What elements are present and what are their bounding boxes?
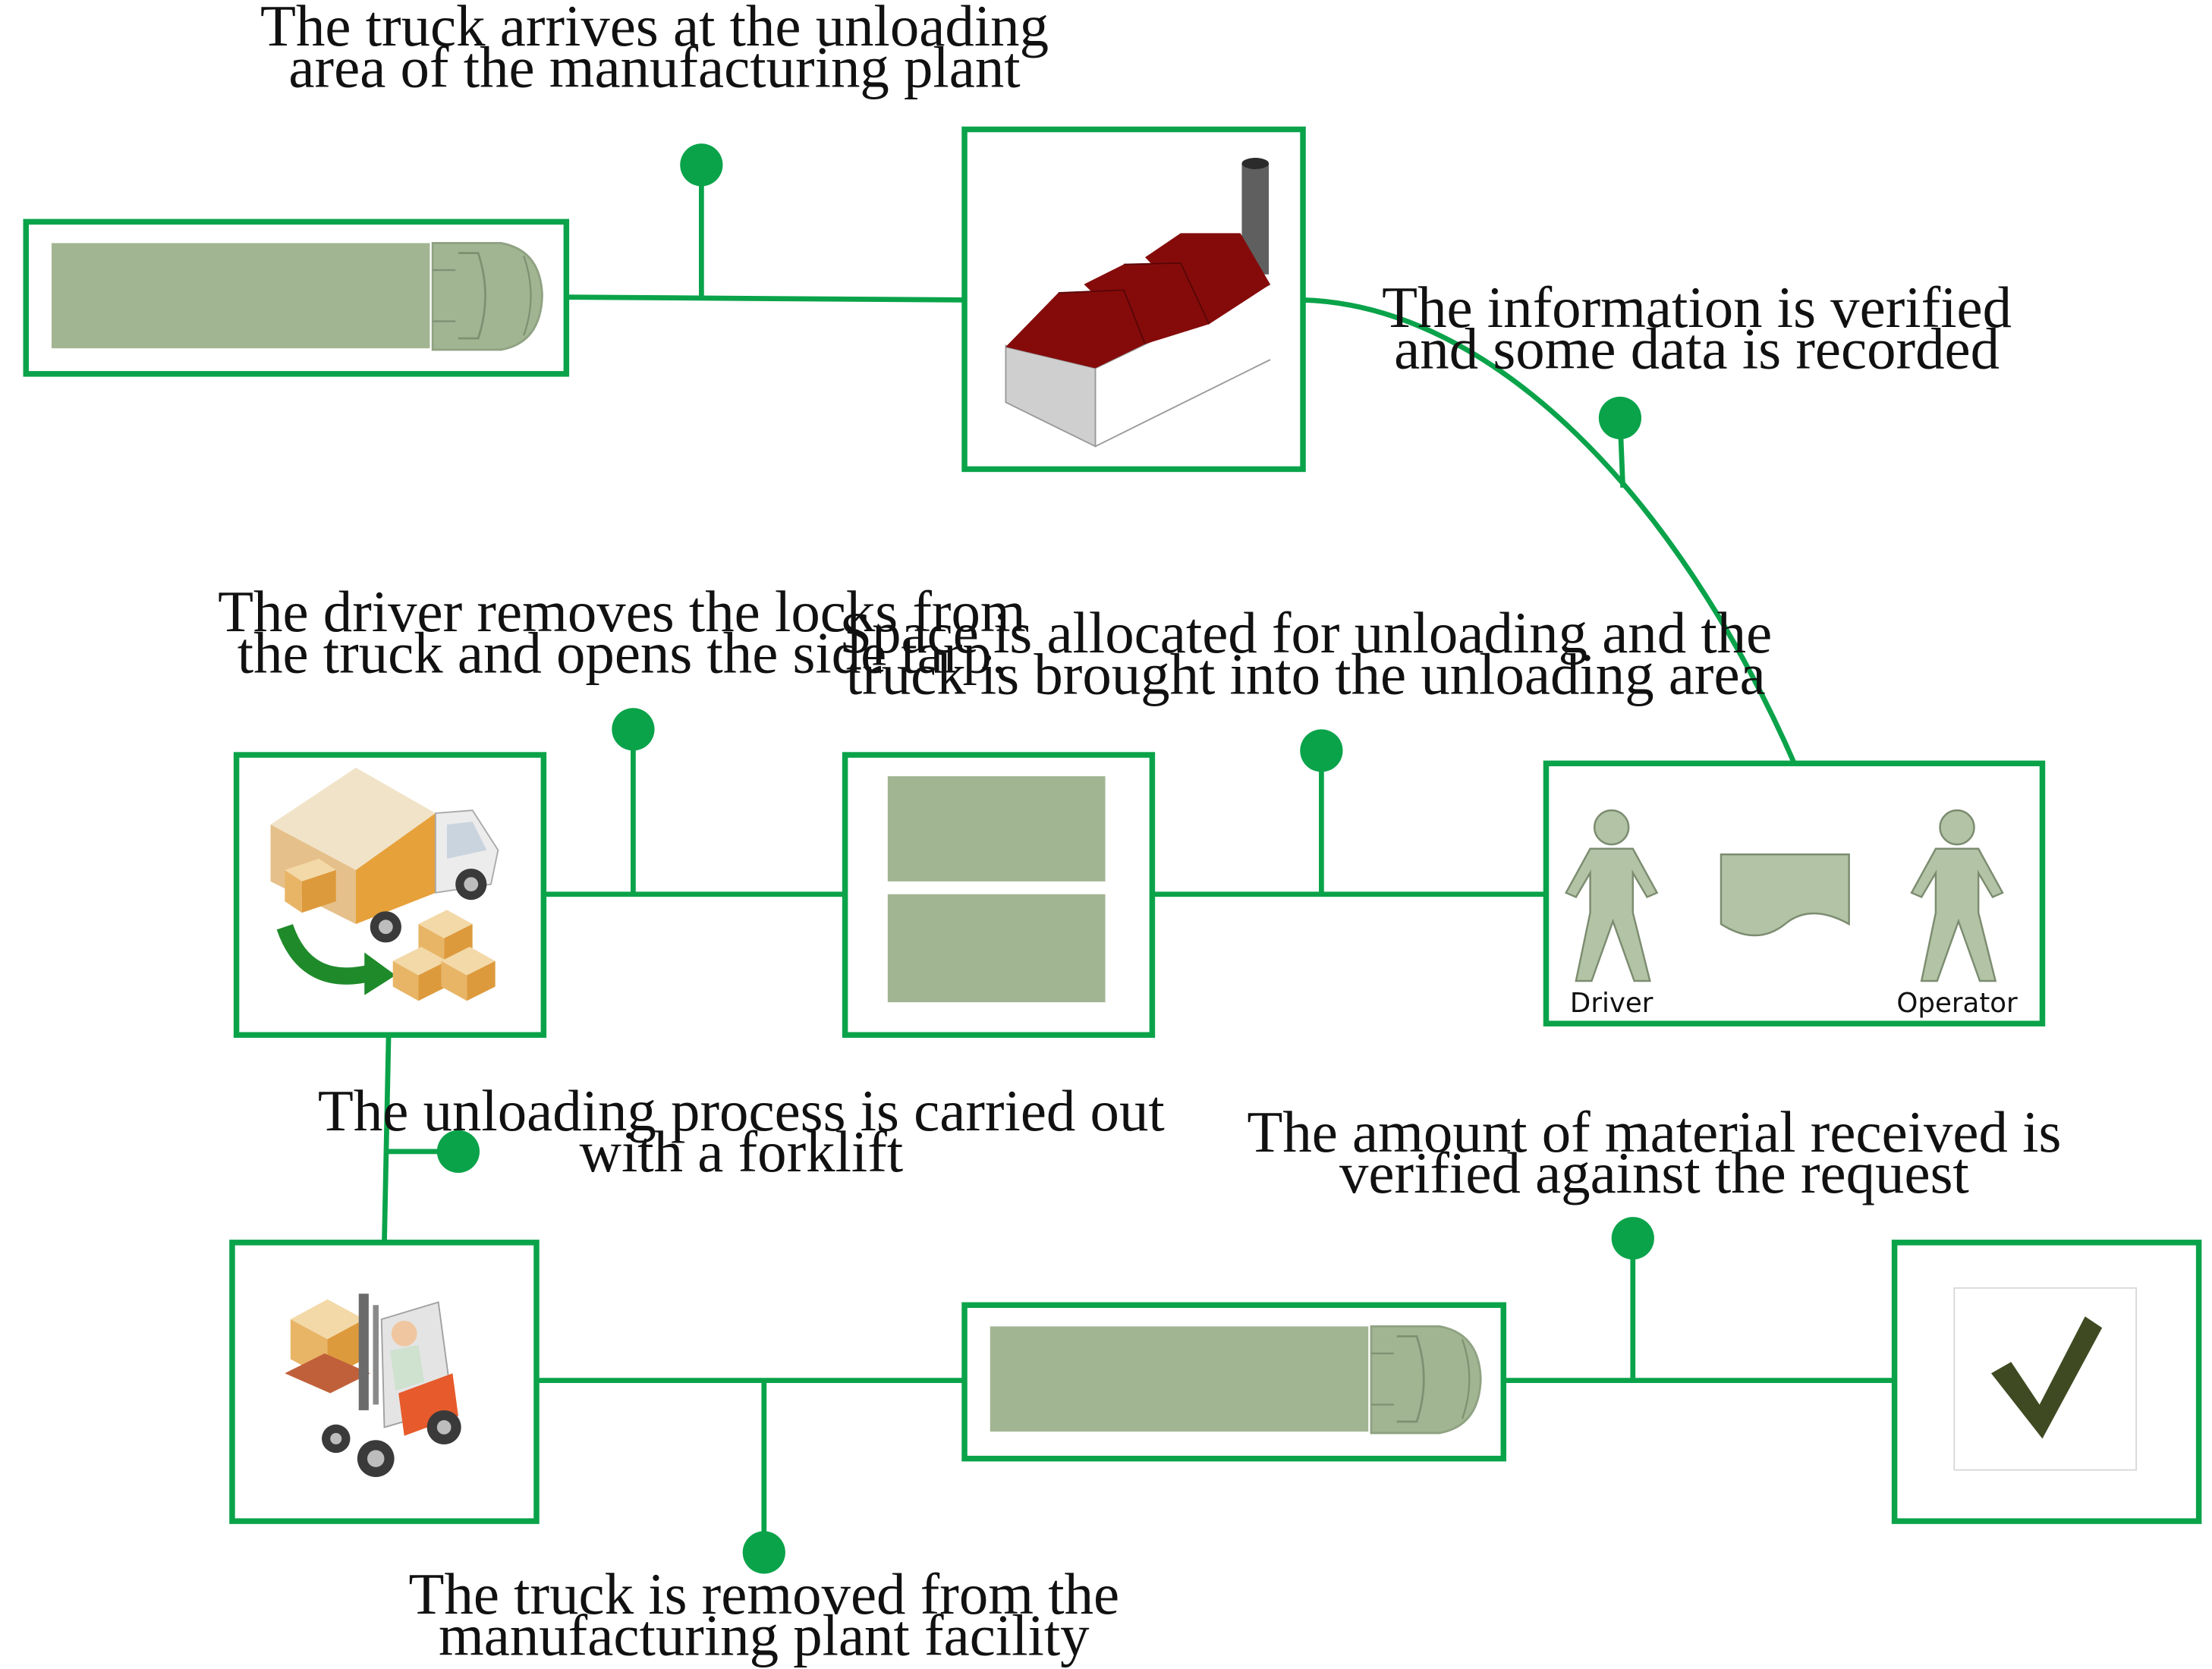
node-verification: Driver Operator: [1543, 760, 2046, 1026]
caption-unload-forklift: The unloading process is carried out wit…: [318, 1079, 1165, 1184]
caption-truck-removed: The truck is removed from the manufactur…: [409, 1562, 1120, 1667]
caption-allocate-space-line1: Space is allocated for unloading and the: [839, 601, 1772, 665]
node-truck-departing: [961, 1302, 1507, 1462]
caption-verify-amount-line2: verified against the request: [1339, 1141, 1969, 1205]
forklift-icon: [285, 1293, 461, 1478]
caption-verify-info-line1: The information is verified: [1382, 275, 2012, 340]
caption-verify-info: The information is verified and some dat…: [1382, 275, 2012, 381]
pin-unload-forklift: [387, 1130, 480, 1173]
pin-allocate-space: [1300, 729, 1343, 894]
pin-verify-info: [1598, 396, 1642, 488]
pin-arrival: [680, 143, 723, 297]
caption-allocate-space-line2: truck is brought into the unloading area: [846, 642, 1766, 706]
caption-unload-forklift-line2: with a forklift: [579, 1120, 903, 1184]
caption-truck-removed-line1: The truck is removed from the: [409, 1562, 1120, 1627]
caption-arrival: The truck arrives at the unloading area …: [260, 0, 1049, 99]
node-truck-arriving: [23, 218, 570, 377]
caption-verify-amount: The amount of material received is verif…: [1247, 1100, 2061, 1205]
node-forklift: [229, 1240, 540, 1524]
document-icon: [1720, 853, 1850, 937]
caption-remove-locks-line2: the truck and opens the side tarp.: [238, 621, 1006, 685]
pin-truck-removed: [742, 1380, 785, 1574]
connector-delivery-to-forklift: [382, 1035, 392, 1243]
caption-remove-locks-line1: The driver removes the locks from: [218, 580, 1026, 644]
caption-truck-removed-line2: manufacturing plant facility: [439, 1603, 1090, 1667]
pin-verify-amount: [1611, 1217, 1654, 1381]
connectors: [382, 294, 1895, 1383]
connector-truck-to-factory: [566, 294, 965, 303]
truck-top-view-icon: [51, 242, 543, 351]
delivery-truck-boxes-icon: [270, 767, 499, 1001]
operator-person-icon: [1910, 809, 2004, 982]
checkmark-icon: [1953, 1287, 2138, 1471]
driver-person-icon: [1565, 809, 1659, 982]
node-unloading-bays: [842, 752, 1156, 1038]
caption-verify-amount-line1: The amount of material received is: [1247, 1100, 2061, 1165]
caption-arrival-line1: The truck arrives at the unloading: [260, 0, 1049, 58]
driver-label: Driver: [1570, 988, 1653, 1019]
pins: [387, 143, 1654, 1574]
caption-allocate-space: Space is allocated for unloading and the…: [839, 601, 1772, 706]
connector-factory-to-verification: [1302, 297, 1798, 766]
unloading-bays-icon: [887, 776, 1106, 1003]
operator-label: Operator: [1896, 988, 2018, 1019]
pin-remove-locks: [612, 708, 655, 894]
caption-arrival-line2: area of the manufacturing plant: [288, 35, 1020, 99]
caption-remove-locks: The driver removes the locks from the tr…: [218, 580, 1026, 685]
node-verified-check: [1891, 1240, 2202, 1524]
node-factory: [961, 126, 1306, 473]
factory-icon: [1005, 158, 1271, 448]
caption-verify-info-line2: and some data is recorded: [1394, 316, 2000, 381]
node-delivery-truck: [233, 752, 547, 1038]
truck-top-view-icon: [990, 1325, 1482, 1435]
caption-unload-forklift-line1: The unloading process is carried out: [318, 1079, 1165, 1143]
